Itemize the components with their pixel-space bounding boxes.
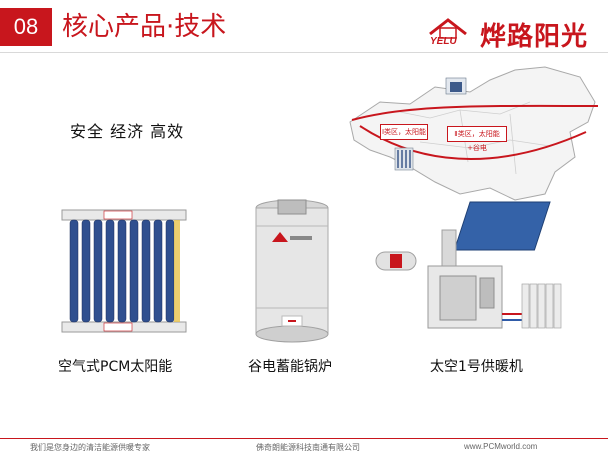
brand-latin-name: YELU [430,36,457,47]
solar-collector-icon [61,209,187,333]
section-number-badge: 08 [0,8,52,46]
slogan: 安全 经济 高效 [70,122,185,141]
product-caption-boiler: 谷电蓄能锅炉 [248,359,332,375]
footer-divider [0,438,608,439]
brand-logo-icon [429,18,467,39]
heating-unit-icon [375,201,562,329]
product-caption-heater: 太空1号供暖机 [430,359,523,375]
page-title: 核心产品·技术 [62,12,227,42]
map-zone-label-2: Ⅱ类区，太阳能+谷电 [447,126,507,152]
footer-slogan: 我们是您身边的清洁能源供暖专家 [30,443,150,452]
footer-company: 佛奇朗能源科技南通有限公司 [256,443,360,452]
map-zone-label-1: Ⅰ类区，太阳能 [380,124,428,140]
storage-boiler-icon [255,199,329,343]
header-divider [0,52,608,53]
product-caption-solar: 空气式PCM太阳能 [58,359,173,375]
footer-website-link[interactable]: www.PCMworld.com [464,442,538,451]
brand-name: 烨路阳光 [480,22,589,52]
